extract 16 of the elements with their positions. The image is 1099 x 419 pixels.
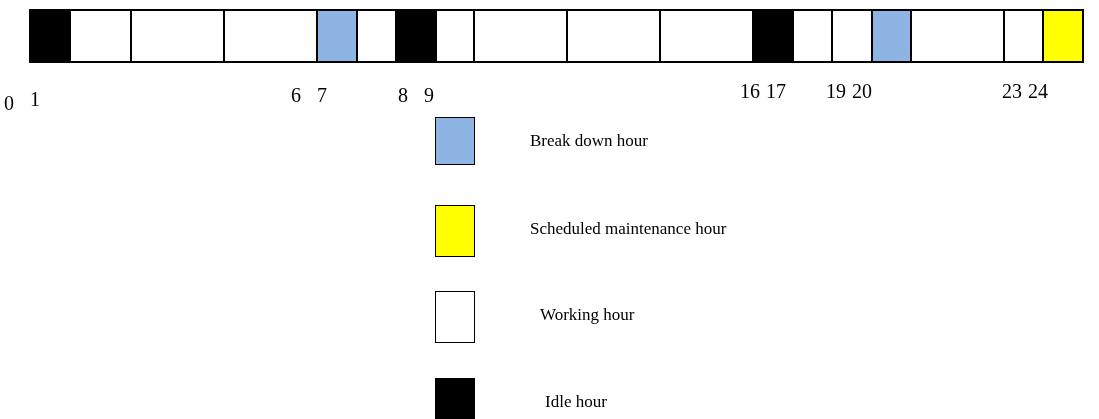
hour-tick-label: 6 bbox=[291, 84, 301, 106]
hour-tick-label: 20 bbox=[852, 80, 872, 102]
hour-tick-label: 24 bbox=[1028, 80, 1048, 102]
hour-tick-label: 16 bbox=[740, 80, 760, 102]
legend-label: Scheduled maintenance hour bbox=[530, 219, 727, 239]
legend-label: Working hour bbox=[540, 305, 635, 325]
hour-tick-label: 23 bbox=[1002, 80, 1022, 102]
hour-tick-label: 0 bbox=[4, 92, 14, 114]
legend-label: Idle hour bbox=[545, 392, 607, 412]
hour-tick-label: 1 bbox=[30, 88, 40, 110]
hour-tick-label: 7 bbox=[317, 84, 327, 106]
legend-label: Break down hour bbox=[530, 131, 649, 151]
hour-tick-label: 19 bbox=[826, 80, 846, 102]
hour-tick-label: 17 bbox=[766, 80, 786, 102]
hour-tick-label: 9 bbox=[424, 84, 434, 106]
hour-tick-label: 8 bbox=[398, 84, 408, 106]
